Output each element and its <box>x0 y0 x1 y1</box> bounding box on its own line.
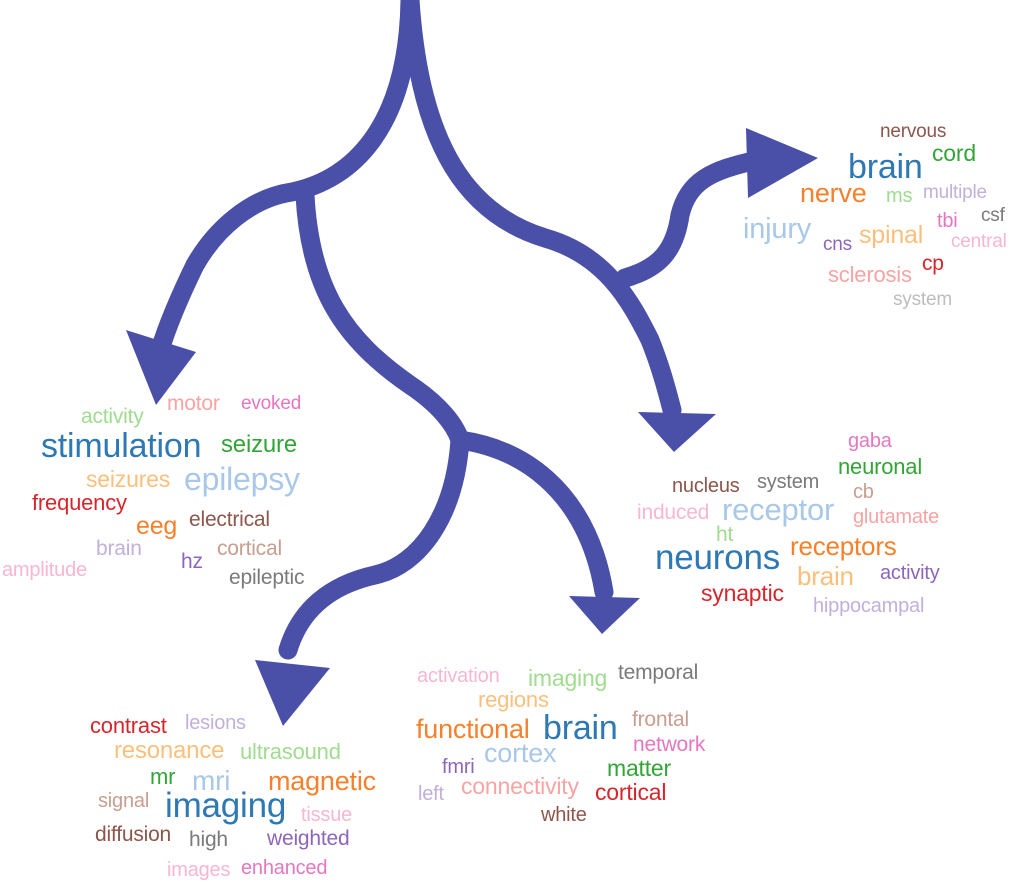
word-eeg: eeg <box>136 512 178 540</box>
word-induced: induced <box>637 501 710 524</box>
word-seizure: seizure <box>221 431 297 458</box>
word-epileptic: epileptic <box>229 566 305 589</box>
word-connectivity: connectivity <box>461 773 579 799</box>
word-brain: brain <box>797 561 854 591</box>
word-injury: injury <box>743 213 812 245</box>
tree-trunk <box>150 0 420 360</box>
word-cortical: cortical <box>595 779 667 805</box>
word-brain: brain <box>543 709 618 747</box>
word-images: images <box>167 859 231 881</box>
word-contrast: contrast <box>90 713 167 738</box>
word-system: system <box>893 289 952 310</box>
word-diffusion: diffusion <box>95 823 172 846</box>
word-weighted: weighted <box>267 827 350 850</box>
word-multiple: multiple <box>923 182 987 203</box>
word-neurons: neurons <box>655 538 781 577</box>
word-central: central <box>951 231 1007 252</box>
word-matter: matter <box>607 755 671 781</box>
word-resonance: resonance <box>114 737 225 764</box>
word-cortex: cortex <box>484 738 557 768</box>
word-hz: hz <box>181 550 203 573</box>
word-receptor: receptor <box>722 492 835 527</box>
arrowhead-spinal <box>746 128 818 198</box>
word-brain: brain <box>848 148 923 186</box>
word-synaptic: synaptic <box>701 580 784 606</box>
word-nerve: nerve <box>800 178 867 208</box>
word-cortical: cortical <box>217 537 282 560</box>
arrowhead-imaging <box>255 660 330 726</box>
word-imaging: imaging <box>165 786 287 825</box>
word-cp: cp <box>922 252 944 275</box>
word-seizures: seizures <box>86 466 171 492</box>
word-ultrasound: ultrasound <box>240 739 341 764</box>
word-mri: mri <box>192 765 231 796</box>
word-lesions: lesions <box>185 712 246 734</box>
word-spinal: spinal <box>859 221 924 249</box>
word-fmri: fmri <box>442 756 475 778</box>
word-signal: signal <box>98 790 150 812</box>
word-motor: motor <box>167 392 220 415</box>
word-magnetic: magnetic <box>268 766 376 796</box>
branch-middle <box>295 185 470 450</box>
word-ms: ms <box>886 185 913 207</box>
branch-imaging <box>278 430 470 660</box>
word-sclerosis: sclerosis <box>828 262 912 287</box>
word-electrical: electrical <box>189 508 270 531</box>
word-glutamate: glutamate <box>853 506 940 528</box>
word-tbi: tbi <box>937 210 958 232</box>
word-activity: activity <box>81 405 144 428</box>
word-mr: mr <box>150 764 176 789</box>
branch-right <box>400 0 682 420</box>
word-neuronal: neuronal <box>838 454 923 479</box>
word-imaging: imaging <box>528 665 608 691</box>
word-frequency: frequency <box>32 490 127 515</box>
word-cb: cb <box>853 481 874 503</box>
word-cns: cns <box>823 234 852 255</box>
word-tissue: tissue <box>301 804 353 826</box>
word-gaba: gaba <box>848 430 892 452</box>
word-white: white <box>541 804 587 826</box>
word-high: high <box>189 828 228 851</box>
word-temporal: temporal <box>618 661 699 684</box>
arrowhead-stimulation <box>126 330 196 405</box>
word-ht: ht <box>716 523 734 546</box>
word-nucleus: nucleus <box>672 475 740 497</box>
word-enhanced: enhanced <box>241 857 328 879</box>
word-cord: cord <box>932 140 976 166</box>
word-functional: functional <box>416 714 530 744</box>
branch-spinal <box>615 150 768 288</box>
word-system: system <box>757 471 820 493</box>
arrowhead-neurons <box>638 412 716 452</box>
word-brain: brain <box>96 537 142 560</box>
word-network: network <box>633 733 706 756</box>
word-activity: activity <box>880 562 940 584</box>
word-activation: activation <box>417 665 500 687</box>
word-hippocampal: hippocampal <box>813 595 925 617</box>
word-receptors: receptors <box>790 531 897 561</box>
word-evoked: evoked <box>241 393 302 414</box>
word-epilepsy: epilepsy <box>184 461 300 497</box>
word-regions: regions <box>478 687 549 712</box>
word-csf: csf <box>981 205 1005 226</box>
word-amplitude: amplitude <box>2 559 87 581</box>
arrowhead-functional <box>569 596 640 634</box>
word-left: left <box>418 783 444 805</box>
branch-functional <box>450 430 614 602</box>
word-stimulation: stimulation <box>41 427 202 465</box>
word-nervous: nervous <box>880 121 947 142</box>
word-frontal: frontal <box>632 708 689 731</box>
